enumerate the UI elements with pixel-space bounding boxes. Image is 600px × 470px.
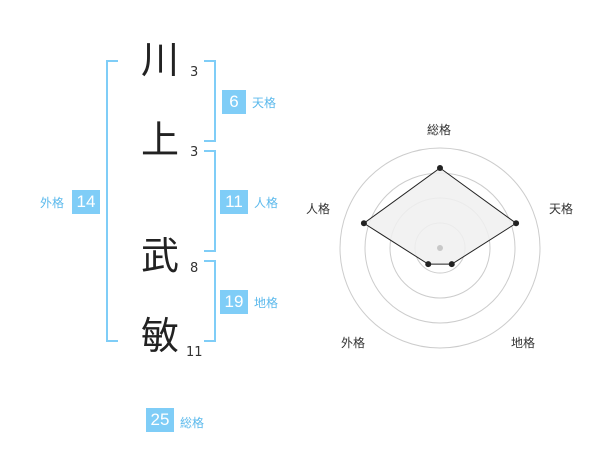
name-char-1: 川	[140, 38, 179, 82]
radar-point-4	[425, 261, 432, 268]
stroke-count-1: 3	[190, 65, 199, 80]
radar-ring	[339, 147, 541, 349]
radar-center-point	[437, 245, 443, 251]
soukaku-value: 25	[146, 408, 174, 432]
tenkaku-value: 6	[222, 90, 246, 114]
radar-polygon	[363, 167, 517, 265]
chikaku-bracket	[204, 260, 216, 342]
chikaku-label: 地格	[254, 296, 279, 310]
name-char-4: 敏	[140, 314, 179, 358]
radar-point-2	[513, 220, 520, 227]
stroke-count-3: 8	[190, 261, 199, 276]
radar-points	[360, 165, 520, 268]
gaikaku-value: 14	[72, 190, 100, 214]
radar-label-gaikaku: 外格	[341, 336, 366, 350]
tenkaku-label: 天格	[252, 96, 277, 110]
gaikaku-label: 外格	[40, 196, 65, 210]
stroke-count-2: 3	[190, 145, 199, 160]
radar-label-jinkaku: 人格	[306, 202, 331, 216]
soukaku-label: 総格	[180, 416, 205, 430]
tenkaku-bracket	[204, 60, 216, 142]
radar-label-tenkaku: 天格	[549, 202, 574, 216]
radar-point-3	[448, 261, 455, 268]
radar-point-5	[360, 220, 367, 227]
jinkaku-bracket	[204, 150, 216, 252]
name-char-3: 武	[140, 234, 179, 278]
radar-label-soukaku: 総格	[427, 123, 452, 137]
radar-label-chikaku: 地格	[511, 336, 536, 350]
name-char-2: 上	[140, 118, 179, 162]
stroke-count-4: 11	[186, 345, 203, 360]
jinkaku-label: 人格	[254, 196, 279, 210]
jinkaku-value: 11	[220, 190, 248, 214]
radar-point-1	[437, 165, 443, 171]
gaikaku-bracket	[106, 60, 118, 342]
chikaku-value: 19	[220, 290, 248, 314]
